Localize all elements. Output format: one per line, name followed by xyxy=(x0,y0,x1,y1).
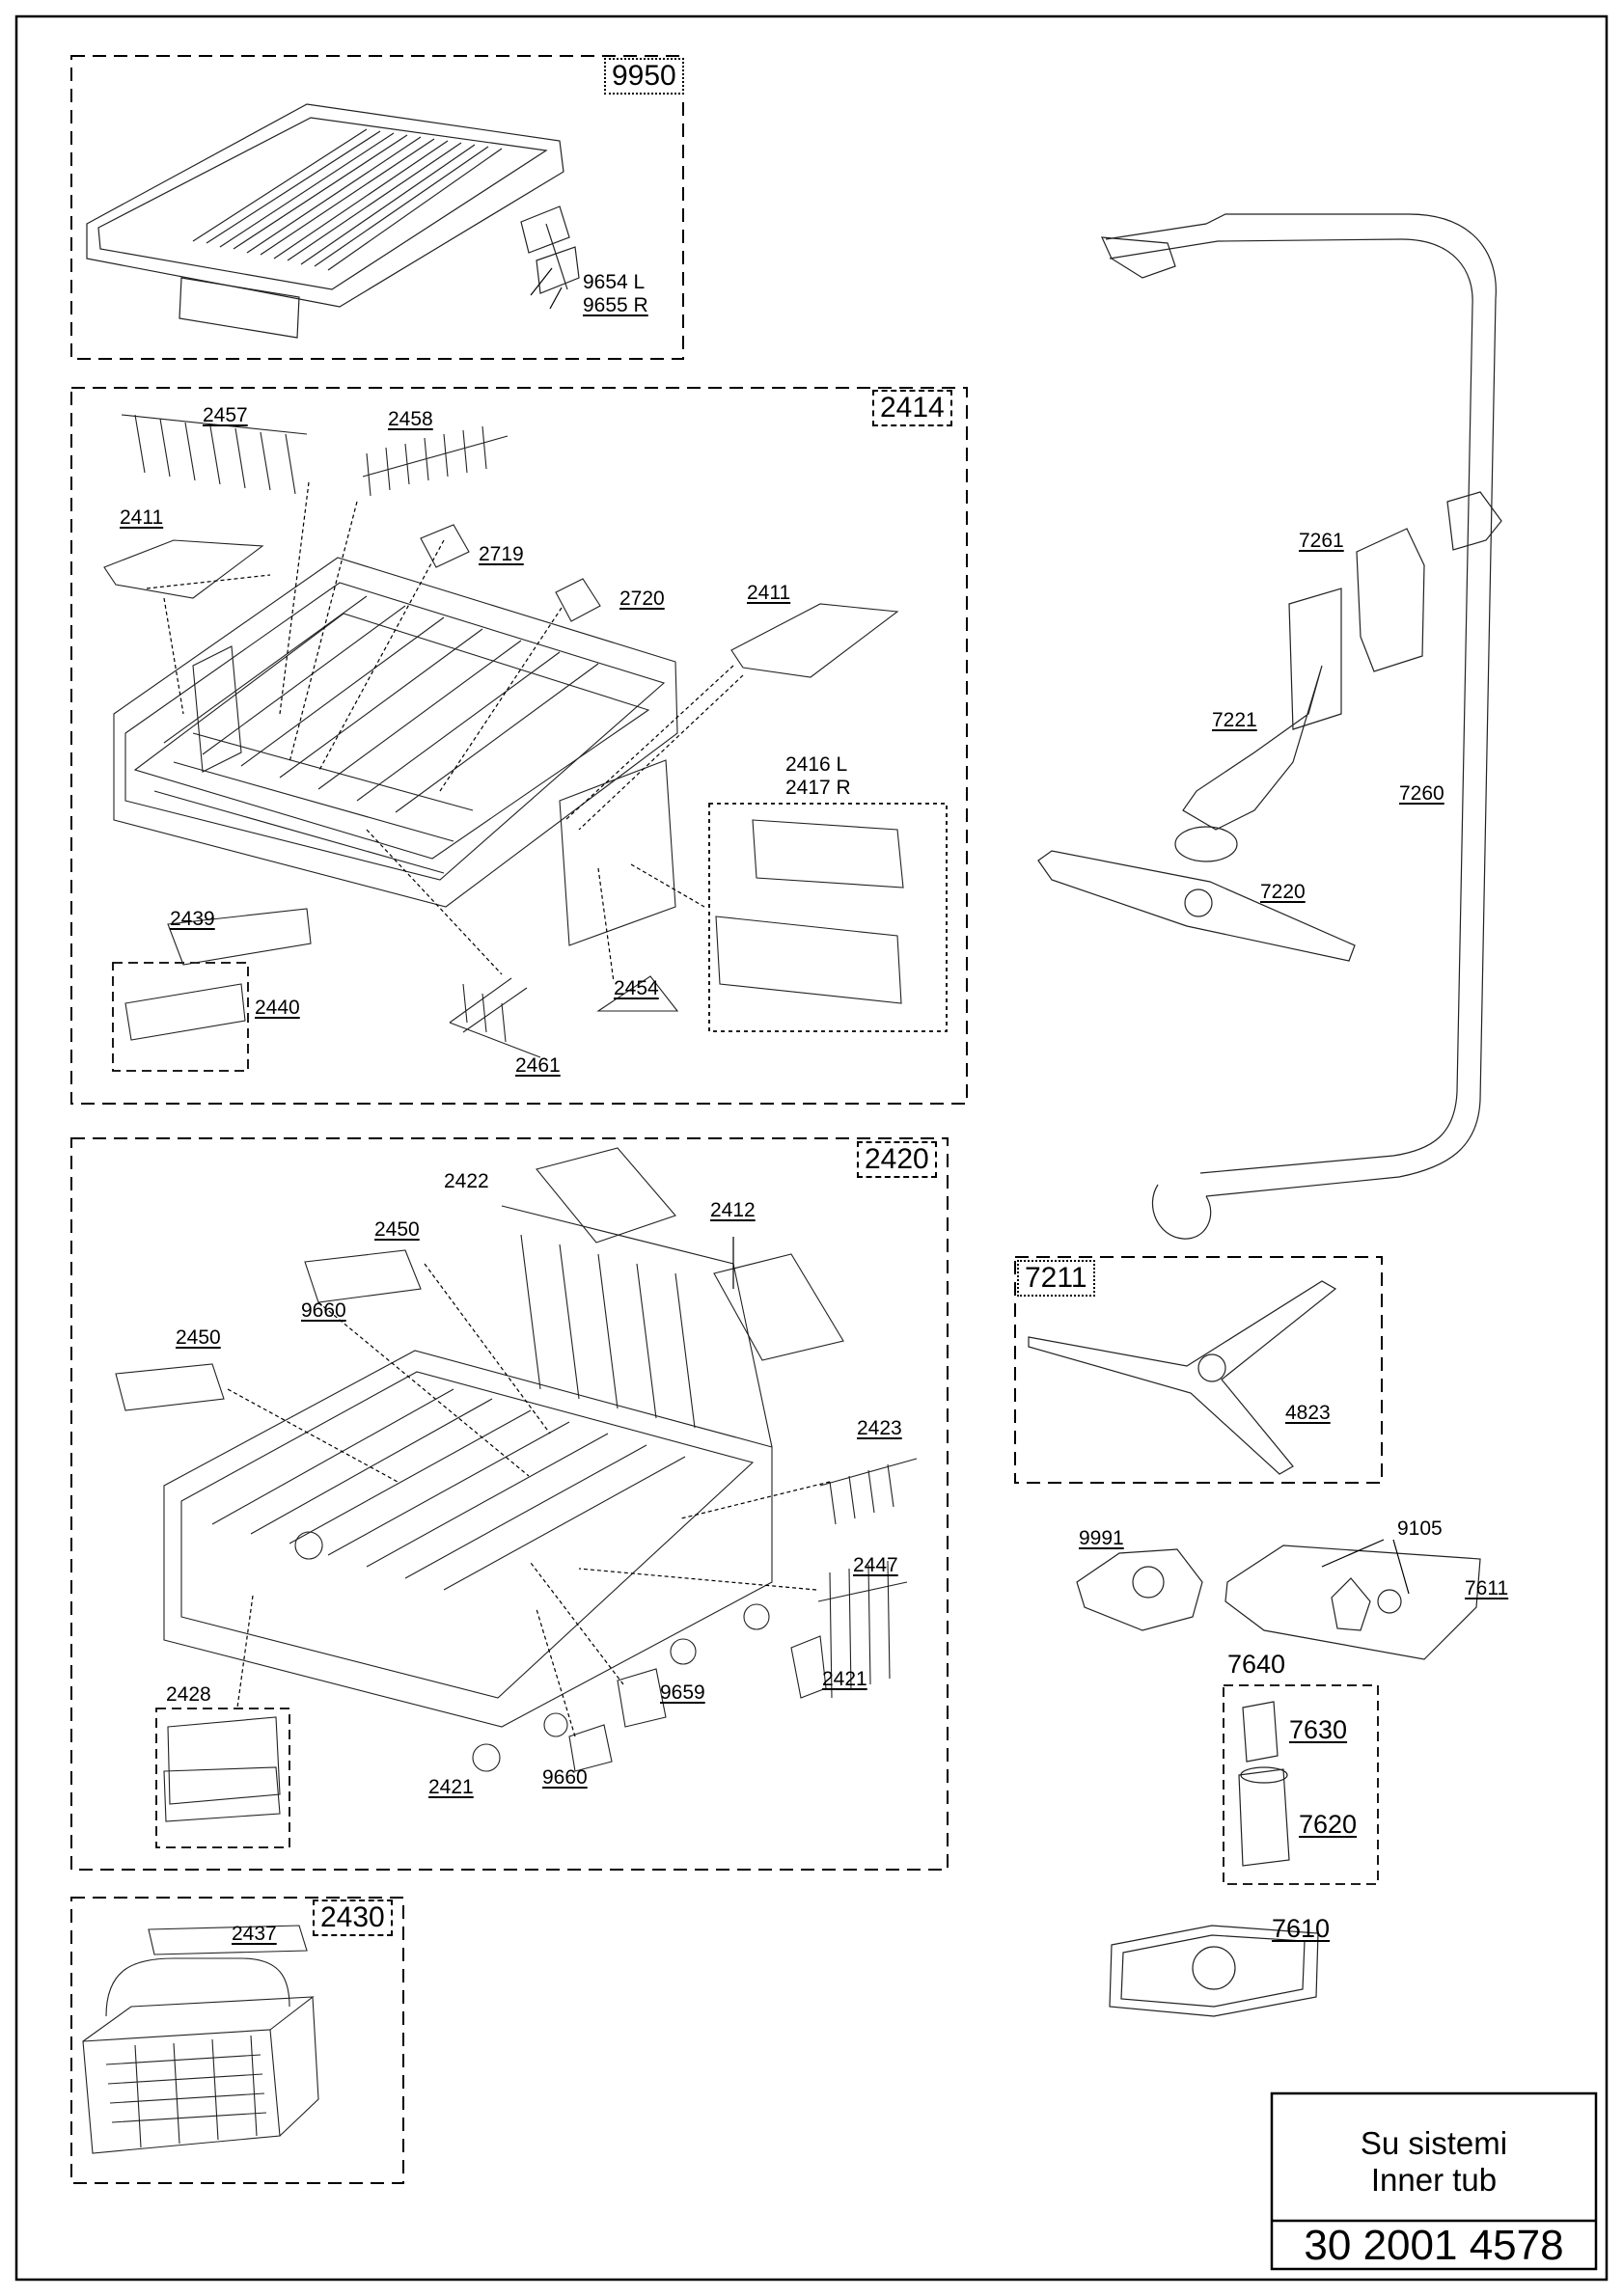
cutlery-basket-drawing xyxy=(82,1925,319,2154)
upper-basket-drawing xyxy=(103,414,904,1058)
part-label-2428: 2428 xyxy=(166,1683,211,1706)
part-label-9654: 9654 L xyxy=(583,271,646,293)
part-label-2450-top: 2450 xyxy=(374,1218,420,1241)
filter-sump-drawing xyxy=(1076,1544,1481,2017)
wheel-icon xyxy=(543,1712,568,1737)
group-frame-2414 xyxy=(70,387,968,1105)
part-label-2719: 2719 xyxy=(479,543,524,565)
title-block-code: 30 2001 4578 xyxy=(1304,2222,1564,2269)
title-block xyxy=(1270,2091,1598,2271)
part-label-9991: 9991 xyxy=(1079,1527,1124,1549)
group-frame-2416 xyxy=(708,803,948,1032)
part-label-2439: 2439 xyxy=(170,908,215,930)
group-frame-2430 xyxy=(70,1897,404,2184)
part-label-7261: 7261 xyxy=(1299,530,1344,552)
part-label-9660-bottom: 9660 xyxy=(542,1766,588,1789)
part-label-2458: 2458 xyxy=(388,408,433,430)
group-frame-2440 xyxy=(112,962,249,1072)
part-label-2417: 2417 R xyxy=(785,777,851,799)
part-label-2422: 2422 xyxy=(444,1170,489,1192)
group-frame-2420 xyxy=(70,1137,949,1871)
part-label-9659: 9659 xyxy=(660,1681,705,1704)
part-label-7610: 7610 xyxy=(1272,1914,1331,1943)
leader-lines xyxy=(146,481,831,1737)
wheel-icon xyxy=(670,1638,697,1665)
title-block-line1: Su sistemi xyxy=(1360,2125,1508,2161)
callout-leaders xyxy=(530,267,1410,1595)
part-label-2440: 2440 xyxy=(255,997,300,1019)
part-label-2423: 2423 xyxy=(857,1417,902,1439)
part-label-2412: 2412 xyxy=(710,1199,756,1221)
part-label-2720: 2720 xyxy=(619,588,665,610)
part-label-7620: 7620 xyxy=(1299,1810,1358,1839)
title-block-line2: Inner tub xyxy=(1370,2162,1498,2198)
part-label-9655: 9655 R xyxy=(583,294,648,316)
wheel-icon xyxy=(472,1743,501,1772)
group-code-9950: 9950 xyxy=(604,58,684,95)
group-code-2420: 2420 xyxy=(857,1141,937,1178)
circulation-pipe-drawing xyxy=(1028,213,1502,1475)
part-label-4823: 4823 xyxy=(1285,1402,1331,1424)
part-label-2421-bottom: 2421 xyxy=(428,1776,474,1798)
group-frame-7211 xyxy=(1014,1256,1383,1484)
part-label-2421-right: 2421 xyxy=(822,1668,867,1690)
part-label-2447: 2447 xyxy=(853,1554,898,1576)
sheet-frame xyxy=(14,14,1609,2282)
part-label-2416: 2416 L xyxy=(785,753,848,776)
part-label-7640: 7640 xyxy=(1227,1650,1286,1679)
part-label-7630: 7630 xyxy=(1289,1715,1348,1744)
group-frame-2428 xyxy=(155,1708,290,1848)
part-label-2437: 2437 xyxy=(232,1923,277,1945)
part-label-2454: 2454 xyxy=(614,977,659,999)
part-label-9660-top: 9660 xyxy=(301,1299,346,1322)
lower-basket-drawing xyxy=(115,1147,918,1822)
group-code-7211: 7211 xyxy=(1017,1260,1095,1297)
part-label-9105: 9105 xyxy=(1397,1517,1443,1540)
part-label-7260: 7260 xyxy=(1399,782,1444,805)
wheel-icon xyxy=(743,1603,770,1630)
part-label-7611: 7611 xyxy=(1465,1577,1509,1599)
part-label-2411-right: 2411 xyxy=(747,582,791,604)
group-frame-7640 xyxy=(1223,1684,1379,1885)
part-label-7221: 7221 xyxy=(1212,709,1257,731)
group-code-2430: 2430 xyxy=(313,1900,393,1936)
group-frame-9950 xyxy=(70,55,684,360)
cutlery-drawer-drawing xyxy=(86,103,580,339)
part-label-2450-left: 2450 xyxy=(176,1326,221,1349)
part-label-2457: 2457 xyxy=(203,404,248,426)
part-label-7220: 7220 xyxy=(1260,881,1306,903)
group-code-2414: 2414 xyxy=(872,390,952,426)
part-label-2411-left: 2411 xyxy=(120,506,164,529)
part-label-2461: 2461 xyxy=(515,1054,561,1077)
